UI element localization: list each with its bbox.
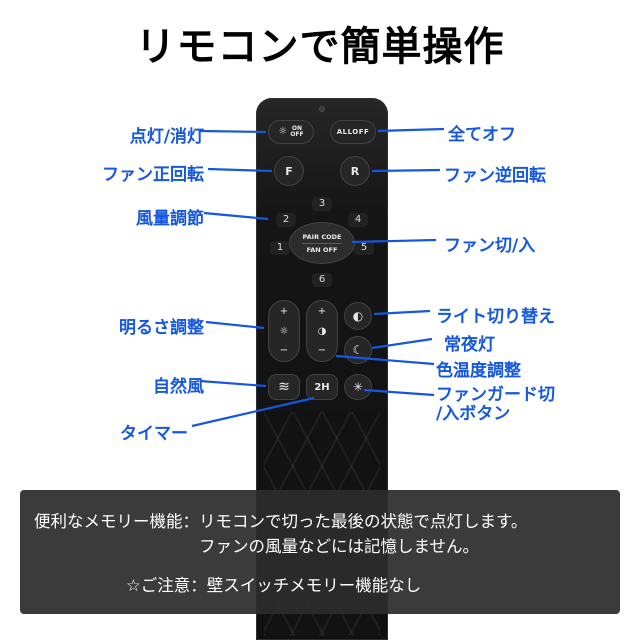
fan-icon: ✳ bbox=[352, 380, 364, 394]
light-toggle-button: ◐ bbox=[344, 302, 372, 330]
callout-natural-wind: 自然風 bbox=[153, 377, 204, 397]
minus-icon: − bbox=[317, 345, 327, 356]
callout-air-volume: 風量調節 bbox=[136, 209, 204, 229]
brightness-rocker: + ☼ − bbox=[268, 300, 300, 362]
fan-off-label: FAN OFF bbox=[306, 245, 338, 254]
fan-guard-button: ✳ bbox=[344, 374, 372, 400]
callout-timer: タイマー bbox=[120, 424, 188, 444]
half-circle-icon: ◐ bbox=[352, 309, 364, 323]
callout-fan-guard: ファンガード切 /入ボタン bbox=[436, 385, 555, 424]
callout-brightness: 明るさ調整 bbox=[119, 318, 204, 338]
color-temp-rocker: + ◑ − bbox=[306, 300, 338, 362]
memory-note-box: 便利なメモリー機能： リモコンで切った最後の状態で点灯します。 ファンの風量など… bbox=[20, 490, 620, 614]
callout-all-off: 全てオフ bbox=[448, 125, 516, 145]
number-button: 5 bbox=[354, 241, 374, 255]
number-button: 3 bbox=[312, 197, 332, 211]
number-button: 1 bbox=[270, 241, 290, 255]
on-off-label: ON OFF bbox=[290, 124, 304, 138]
timer-button: 2H bbox=[306, 374, 338, 400]
on-off-button: ☼ ON OFF bbox=[268, 120, 314, 144]
number-button: 6 bbox=[312, 273, 332, 287]
callout-night-light: 常夜灯 bbox=[444, 335, 495, 355]
callout-fan-reverse: ファン逆回転 bbox=[444, 166, 546, 186]
pair-code-button: PAIR CODE FAN OFF bbox=[289, 222, 355, 264]
callout-light-switch: ライト切り替え bbox=[436, 307, 555, 327]
minus-icon: − bbox=[279, 345, 289, 356]
fan-reverse-button: R bbox=[340, 156, 370, 186]
memory-text: リモコンで切った最後の状態で点灯します。 ファンの風量などには記憶しません。 bbox=[199, 512, 528, 556]
number-button: 4 bbox=[348, 213, 368, 227]
callout-fan-forward: ファン正回転 bbox=[102, 165, 204, 185]
led-indicator bbox=[319, 106, 325, 112]
all-off-button: ALLOFF bbox=[330, 120, 376, 144]
color-temp-icon: ◑ bbox=[317, 325, 327, 337]
night-light-button: ☾ bbox=[344, 336, 372, 364]
number-button: 2 bbox=[276, 213, 296, 227]
callout-fan-on-off: ファン切/入 bbox=[444, 236, 536, 256]
plus-icon: + bbox=[279, 306, 289, 317]
natural-wind-button: ≋ bbox=[268, 374, 300, 400]
fan-forward-button: F bbox=[274, 156, 304, 186]
caution-text: ☆ご注意：壁スイッチメモリー機能なし bbox=[126, 575, 422, 595]
waves-icon: ≋ bbox=[278, 379, 290, 395]
pair-code-label: PAIR CODE bbox=[302, 233, 342, 244]
plus-icon: + bbox=[317, 306, 327, 317]
page-title: リモコンで簡単操作 bbox=[135, 24, 505, 70]
callout-color-temp: 色温度調整 bbox=[436, 361, 521, 381]
sun-icon: ☼ bbox=[278, 126, 288, 137]
sun-icon: ☼ bbox=[279, 325, 289, 337]
moon-icon: ☾ bbox=[352, 343, 364, 357]
callout-light-on-off: 点灯/消灯 bbox=[129, 127, 204, 147]
memory-label: 便利なメモリー機能： bbox=[34, 512, 199, 531]
